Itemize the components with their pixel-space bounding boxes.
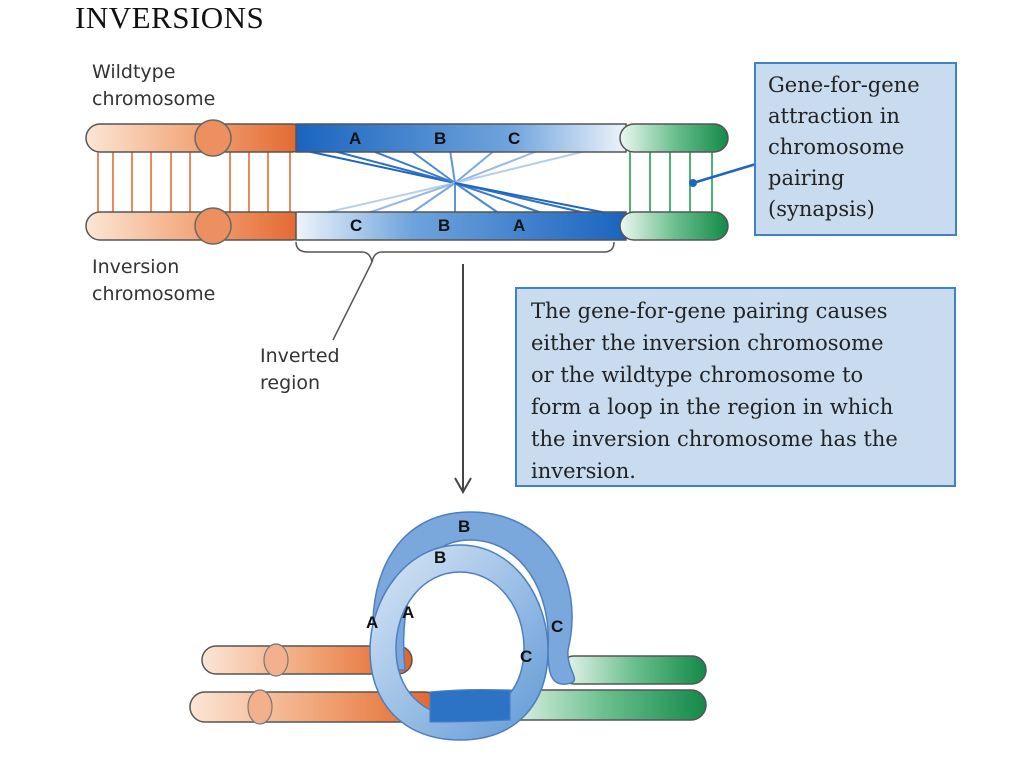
pairing-rungs-orange xyxy=(97,150,291,214)
synapsis-callout-box: Gene-for-gene attraction in chromosome p… xyxy=(754,62,957,236)
centromere xyxy=(263,643,289,677)
callout-line: The gene-for-gene pairing causes xyxy=(531,299,888,323)
synapsis-pointer xyxy=(692,162,757,185)
centromere xyxy=(247,689,273,725)
inverted-region-pointer xyxy=(332,261,373,341)
centromere xyxy=(194,119,232,157)
loop-callout-box: The gene-for-gene pairing causes either … xyxy=(515,287,956,487)
callout-line: the inversion chromosome has the xyxy=(531,427,898,451)
callout-line: chromosome xyxy=(768,135,905,159)
gene-label: A xyxy=(513,216,525,235)
loop-lower-blue-segment xyxy=(429,688,511,723)
gene-label: A xyxy=(366,613,378,632)
gene-label: C xyxy=(551,617,563,636)
inverted-region-label: Inverted region xyxy=(260,343,340,397)
callout-line: inversion. xyxy=(531,459,636,483)
gene-label: C xyxy=(520,647,532,666)
gene-label: C xyxy=(508,129,520,148)
wildtype-label-line2: chromosome xyxy=(92,88,216,110)
loop-lower-strand xyxy=(189,689,707,725)
inversion-chromosome-label: Inversion chromosome xyxy=(92,254,215,308)
callout-line: (synapsis) xyxy=(768,197,875,221)
inversion-label-line2: chromosome xyxy=(92,283,216,305)
wildtype-label-line1: Wildtype xyxy=(92,61,176,83)
gene-label: A xyxy=(402,603,414,622)
callout-line: Gene-for-gene xyxy=(768,73,920,97)
page-title: INVERSIONS xyxy=(75,0,265,35)
callout-line: or the wildtype chromosome to xyxy=(531,363,864,387)
gene-label: B xyxy=(434,548,446,567)
gene-label: B xyxy=(438,216,450,235)
synapsis-pointer-dot xyxy=(689,179,697,187)
inverted-label-line2: region xyxy=(260,372,321,394)
wildtype-chromosome xyxy=(85,119,729,157)
callout-line: form a loop in the region in which xyxy=(531,395,894,419)
callout-line: attraction in xyxy=(768,104,900,128)
callout-line: either the inversion chromosome xyxy=(531,331,884,355)
inverted-label-line1: Inverted xyxy=(260,345,340,367)
loop-upper-strand xyxy=(201,643,707,685)
inversion-chromosome xyxy=(85,207,729,245)
gene-label: B xyxy=(434,129,446,148)
callout-line: pairing xyxy=(768,166,845,190)
gene-label: C xyxy=(350,216,362,235)
inversion-label-line1: Inversion xyxy=(92,256,180,278)
gene-label: B xyxy=(458,517,470,536)
centromere xyxy=(194,207,232,245)
gene-label: A xyxy=(349,129,361,148)
inverted-region-bracket xyxy=(295,241,615,263)
gene-pairing-lines xyxy=(301,149,613,215)
down-arrow-icon xyxy=(454,264,472,495)
wildtype-chromosome-label: Wildtype chromosome xyxy=(92,59,215,113)
